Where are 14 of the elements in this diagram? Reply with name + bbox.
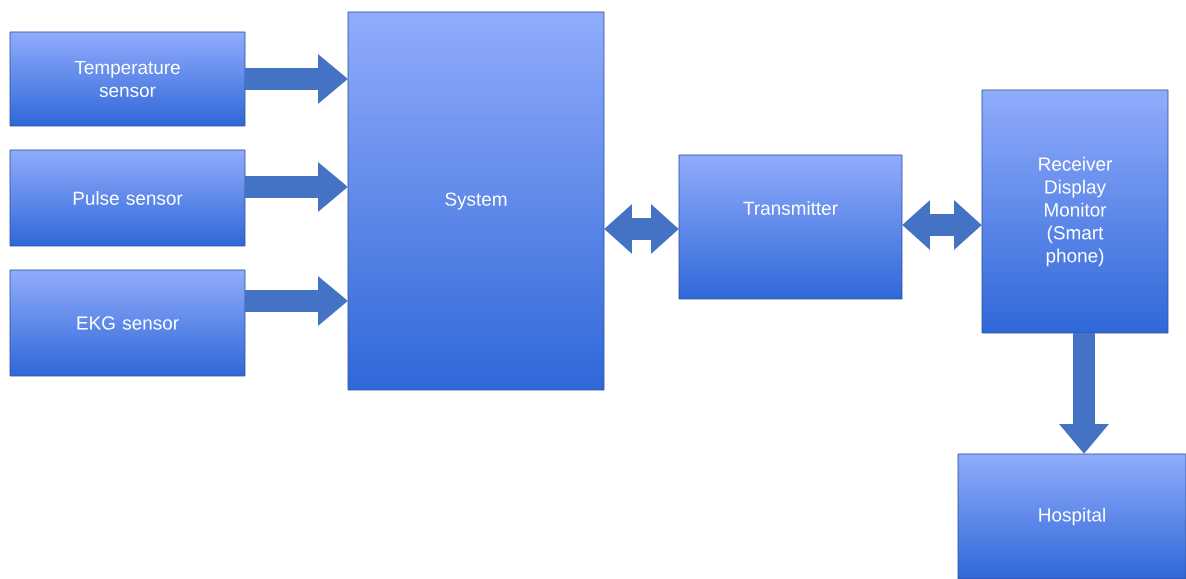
box-label: Receiver Display Monitor (Smart phone) [1039,156,1112,267]
process-box [678,154,903,300]
process-box [9,269,246,377]
box-label: System [445,192,507,210]
process-box [9,31,246,127]
process-box [981,89,1169,334]
process-box [9,149,246,247]
process-box [957,453,1186,579]
process-box [347,11,605,391]
box-label: Transmitter [743,201,838,215]
box-label: Hospital [1039,507,1105,526]
box-label: EKG sensor [77,316,179,330]
box-label: Pulse sensor [73,191,183,205]
box-label: Temperature sensor [74,60,180,98]
